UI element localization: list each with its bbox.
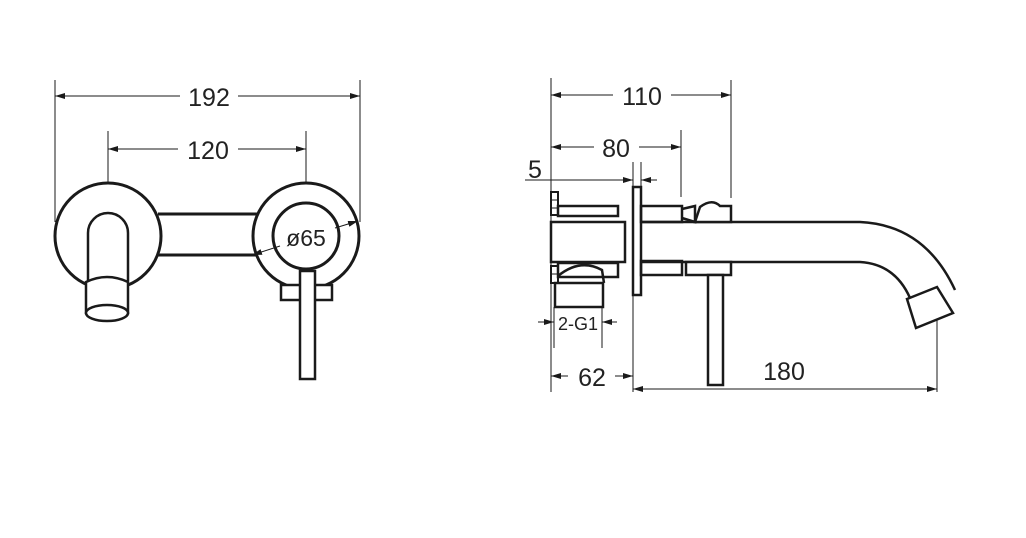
- dimension-2-g1: 2-G1: [538, 307, 617, 348]
- dim-spout-reach: 180: [763, 358, 805, 386]
- dimension-180: 180: [633, 320, 938, 392]
- dim-plate-thickness: 5: [528, 156, 542, 184]
- dimension-110: 110: [551, 80, 732, 198]
- dimension-80: 80: [551, 130, 682, 197]
- dimension-120: 120: [107, 131, 307, 270]
- dim-center-distance: 120: [187, 137, 229, 165]
- dim-plate-diameter: ø65: [286, 225, 326, 251]
- connecting-bar: [158, 212, 258, 257]
- spout-side: [641, 220, 957, 330]
- dimension-5: 5: [525, 156, 657, 188]
- spout-front: [53, 181, 163, 323]
- dimension-62: 62: [551, 295, 634, 392]
- mixer-front: ø65: [251, 181, 361, 381]
- dimension-192: 192: [54, 80, 361, 222]
- handle-side: [681, 201, 733, 387]
- front-view: 192 120 ø65: [53, 80, 361, 381]
- side-view: 110 80 5: [525, 78, 957, 392]
- dim-inlet-thread: 2-G1: [558, 314, 598, 334]
- dim-body-depth: 62: [578, 364, 606, 392]
- dim-overall-width: 192: [188, 84, 230, 112]
- dim-projection-total: 110: [622, 83, 662, 111]
- dim-projection-handle: 80: [602, 135, 630, 163]
- valve-body: [549, 185, 684, 309]
